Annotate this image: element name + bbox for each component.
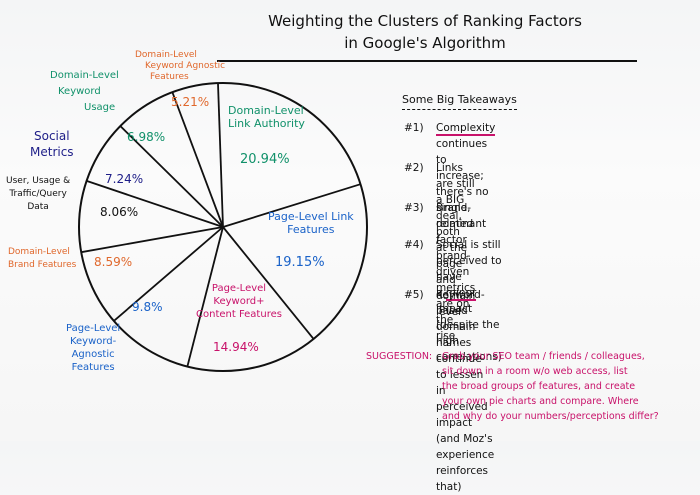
label-line: Features <box>71 362 115 373</box>
label-line: Keyword- <box>69 336 117 347</box>
pie-slice-boundary-1 <box>222 183 361 228</box>
pie-slice-boundary-6 <box>86 180 224 228</box>
takeaway-number: #1) <box>404 122 424 134</box>
pct-label-3: 9.8% <box>132 300 163 314</box>
pie-slice-boundary-8 <box>171 91 224 228</box>
pie-chart <box>78 82 368 372</box>
pct-label-0: 20.94% <box>240 152 290 167</box>
pie-slice-boundary-0 <box>217 83 224 228</box>
pie-slice-boundary-2 <box>222 226 315 340</box>
label-line: Data <box>27 202 49 212</box>
label-line: Metrics <box>30 145 74 159</box>
takeaway-text: Keyword-based domain names continue <box>436 289 485 365</box>
suggestion-line: Grab your SEO team / friends / colleague… <box>442 351 645 362</box>
pie-slice-boundary-5 <box>81 226 224 254</box>
slice-label-link-authority: Domain-Level Link Authority <box>228 104 305 130</box>
pie-slice-boundary-4 <box>113 226 224 322</box>
pct-label-4: 8.59% <box>94 255 133 269</box>
suggestion-text: Grab your SEO team / friends / colleague… <box>442 349 659 424</box>
takeaway-number: #5) <box>404 289 424 301</box>
label-line: Keyword <box>58 86 101 97</box>
label-line: Traffic/Query <box>9 189 67 199</box>
label-line: Domain-Level <box>228 104 304 117</box>
suggestion-line: the broad groups of features, and create <box>442 381 636 392</box>
takeaway-text: at the page and domain level <box>436 242 476 318</box>
suggestion-label: SUGGESTION: <box>366 351 433 362</box>
label-line: Usage <box>84 102 116 113</box>
label-line: Keyword+ <box>213 296 265 307</box>
label-line: Page-Level <box>66 323 121 334</box>
label-line: Domain-Level <box>135 50 197 60</box>
suggestion-line: and why do your numbers/perceptions diff… <box>442 411 659 422</box>
pie-slice-boundary-7 <box>119 125 224 228</box>
suggestion-line: sit down in a room w/o web access, list <box>442 366 628 377</box>
slice-label-page-link: Page-Level Link Features <box>268 210 354 236</box>
takeaway-text: to lessen in perceived impact <box>436 369 488 429</box>
title-line-1: Weighting the Clusters of Ranking Factor… <box>268 12 582 30</box>
slice-label-page-keyword-content: Page-Level Keyword+ Content Features <box>196 282 282 321</box>
pct-label-6: 7.24% <box>105 172 144 186</box>
takeaways-heading: Some Big Takeaways <box>402 92 517 110</box>
pct-label-7: 6.98% <box>127 130 166 144</box>
slice-label-brand: Domain-Level Brand Features <box>8 246 76 272</box>
takeaway-text: Brand-related / brand-driven <box>436 202 474 278</box>
pct-label-1: 19.15% <box>275 255 325 270</box>
label-line: Features <box>287 223 335 236</box>
slice-label-domain-keyword-agnostic: Domain-Level Keyword Agnostic Features <box>135 50 225 83</box>
title-line-2: in Google's Algorithm <box>344 34 506 52</box>
label-line: Keyword Agnostic <box>145 61 226 71</box>
takeaway-text: metrics are on the rise <box>436 282 476 342</box>
takeaway-emphasis: Complexity <box>436 122 496 136</box>
pct-label-2: 14.94% <box>213 340 259 354</box>
pie-outline <box>78 82 368 372</box>
slice-label-page-keyword-agnostic: Page-Level Keyword- Agnostic Features <box>66 322 120 374</box>
takeaway-number: #4) <box>404 239 424 251</box>
label-line: Features <box>150 72 189 82</box>
takeaway-number: #3) <box>404 202 424 214</box>
slice-label-social: Social Metrics <box>30 128 74 160</box>
takeaway-number: #2) <box>404 162 424 174</box>
pct-label-5: 8.06% <box>100 205 139 219</box>
label-line: Agnostic <box>71 349 115 360</box>
takeaway-text: correlations) <box>436 351 502 363</box>
takeaway-emphasis: minor <box>445 287 477 301</box>
label-line: Content Features <box>196 309 282 320</box>
label-line: Brand Features <box>8 260 77 270</box>
slice-label-domain-keyword-usage: Domain-Level Keyword Usage <box>50 68 119 116</box>
takeaway-text: Social is still perceived to have <box>436 239 502 283</box>
label-line: Page-Level Link <box>268 210 354 223</box>
label-line: Social <box>33 129 70 143</box>
takeaway-text: continues to increase; <box>436 138 488 182</box>
label-line: User, Usage & <box>6 176 71 186</box>
pct-label-8: 5.21% <box>171 95 210 109</box>
takeaway-text: a <box>436 287 446 299</box>
takeaway-text: impact (despite the high <box>436 303 500 347</box>
label-line: Page-Level <box>211 283 267 294</box>
label-line: Domain-Level <box>50 70 119 81</box>
takeaway-text: there's no single, dominant factor <box>436 186 489 246</box>
label-line: Link Authority <box>228 117 305 130</box>
title-underline <box>217 60 637 62</box>
suggestion-line: your own pie charts and compare. Where <box>442 396 639 407</box>
label-line: Domain-Level <box>8 247 70 257</box>
slice-label-user-traffic: User, Usage & Traffic/Query Data <box>6 175 70 214</box>
takeaway-text: Links are still a BIG deal, both <box>436 162 475 238</box>
pie-slice-boundary-3 <box>186 226 224 367</box>
